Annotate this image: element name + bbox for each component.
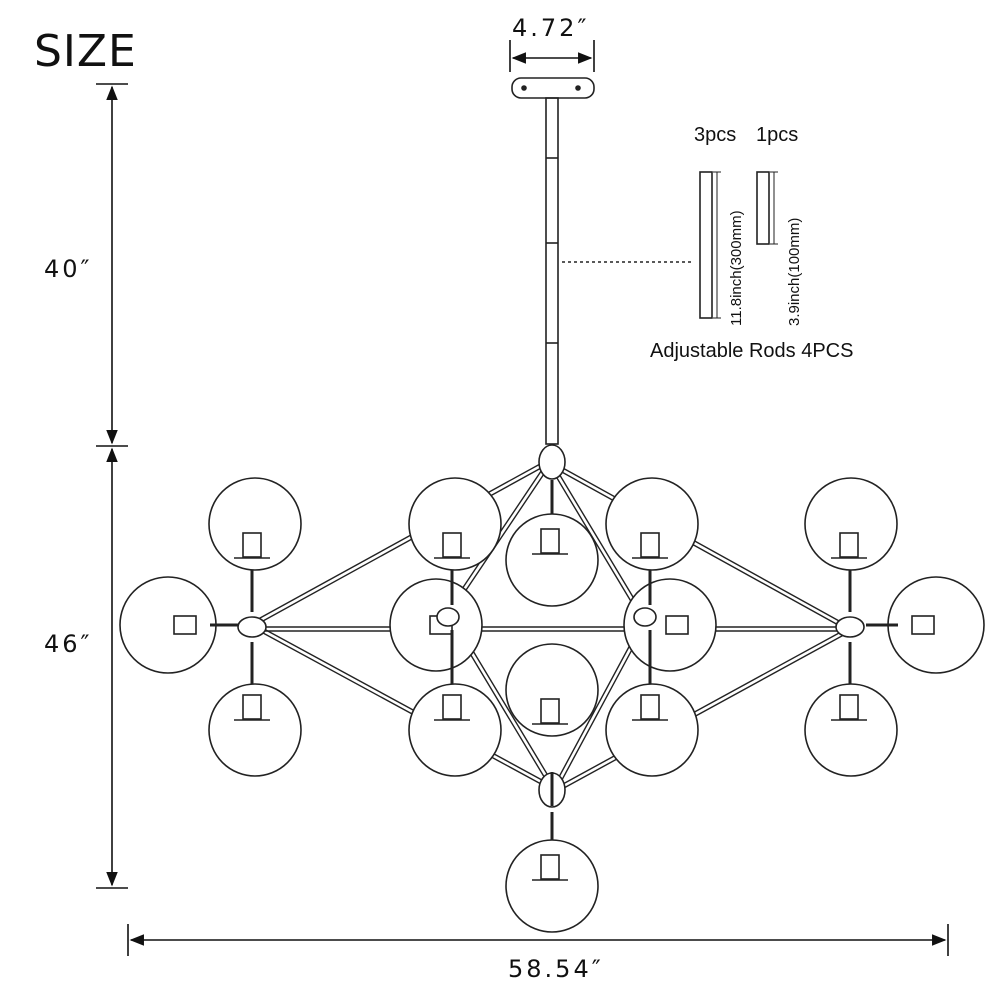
- bulb-socket: [242, 694, 262, 720]
- drop-rod: [545, 97, 559, 445]
- glass-globe: [605, 683, 699, 777]
- glass-globe: [505, 513, 599, 607]
- hub-joint: [436, 607, 460, 627]
- chandelier-arm-edge: [549, 464, 849, 632]
- body-height-label: 46″: [44, 630, 93, 658]
- bulb-socket: [665, 615, 689, 635]
- short-rod-count: 1pcs: [756, 124, 799, 146]
- rod-height-label: 40″: [44, 255, 93, 283]
- bulb-socket: [839, 694, 859, 720]
- hub-group: [210, 444, 898, 840]
- bulb-socket: [640, 694, 660, 720]
- chandelier-arm: [251, 461, 553, 628]
- chandelier-arms: [249, 457, 853, 795]
- height-dimension-lines: [96, 83, 128, 889]
- glass-globe: [605, 477, 699, 571]
- overall-width-dimension: [127, 924, 949, 956]
- bulb-socket: [173, 615, 197, 635]
- bulb-socket: [911, 615, 935, 635]
- bulb-socket: [839, 532, 859, 558]
- chandelier-arm-edge: [253, 622, 555, 788]
- bulb-socket: [540, 698, 560, 724]
- chandelier-arm: [551, 461, 851, 628]
- diagram-title: SIZE: [34, 26, 137, 77]
- long-rod-length: 11.8inch(300mm): [728, 210, 745, 326]
- bulb-socket: [242, 532, 262, 558]
- glass-globe: [119, 576, 217, 674]
- glass-globe: [208, 683, 302, 777]
- canopy-width-dimension: [509, 40, 595, 72]
- short-rod-length: 3.9inch(100mm): [786, 217, 803, 326]
- long-rod-count: 3pcs: [694, 124, 737, 146]
- chandelier-arm: [551, 461, 646, 618]
- chandelier-arm: [251, 626, 553, 791]
- bulb-socket: [442, 532, 462, 558]
- bulb-socket: [540, 854, 560, 880]
- chandelier-arm: [551, 626, 851, 791]
- bulb-socket: [442, 694, 462, 720]
- bulb-socket: [640, 532, 660, 558]
- adjustable-rods-caption: Adjustable Rods 4PCS: [650, 340, 854, 362]
- canopy-width-label: 4.72″: [512, 14, 590, 42]
- chandelier-arm-edge: [249, 457, 551, 625]
- spare-rods: [699, 171, 778, 319]
- overall-width-label: 58.54″: [508, 955, 604, 983]
- hub-joint: [633, 607, 657, 627]
- glass-globe: [408, 683, 502, 777]
- hub-joint: [237, 616, 267, 638]
- hub-joint: [835, 616, 865, 638]
- glass-globe: [505, 839, 599, 933]
- bulb-socket: [540, 528, 560, 554]
- glass-globe: [208, 477, 302, 571]
- globe-group: [119, 477, 985, 933]
- glass-globe: [505, 643, 599, 737]
- chandelier-arm-edge: [553, 629, 853, 795]
- ceiling-canopy: [511, 77, 595, 99]
- glass-globe: [408, 477, 502, 571]
- hub-joint: [538, 444, 566, 480]
- glass-globe: [887, 576, 985, 674]
- chandelier-arm-edge: [547, 463, 643, 620]
